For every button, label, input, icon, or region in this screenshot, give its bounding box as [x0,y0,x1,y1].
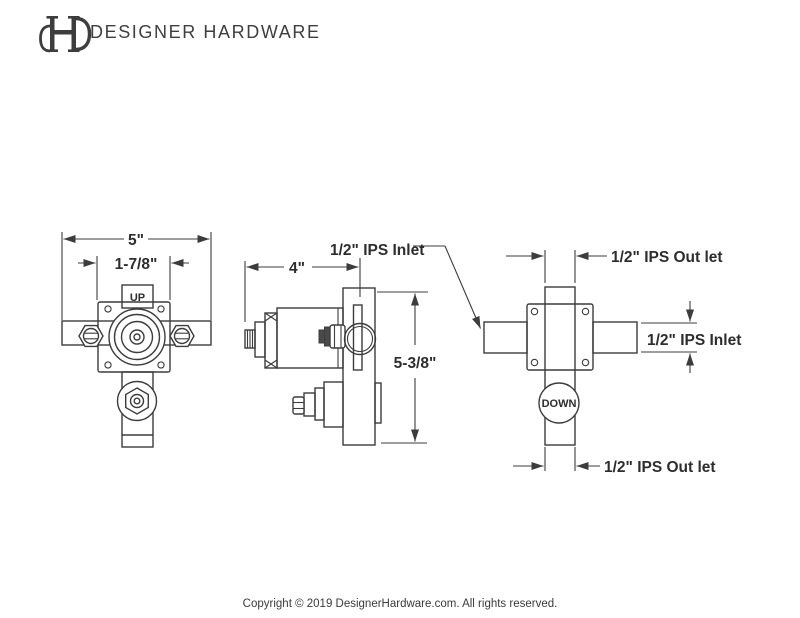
dh-monogram-icon [39,16,92,53]
copyright-text: Copyright © 2019 DesignerHardware.com. A… [242,598,558,610]
dim-label-overall-width: 5" [128,232,144,249]
top-outlet-label: 1/2" IPS Out let [611,249,723,266]
screw-hole [157,305,165,313]
dim-label-height: 5-3/8" [394,355,437,372]
back-view: DOWN 1/2" IPS Out let 1/2" IPS Inlet [483,249,741,476]
valve-stem [244,329,256,349]
inlet-callout: 1/2" IPS Inlet [330,242,482,329]
valve-body-side [342,287,376,446]
screw-hole [581,358,590,367]
retainer-clip-hatch [264,312,278,369]
screw-hole [104,305,112,313]
dim-height: 5-3/8" [377,291,437,444]
dim-overall-width: 5" [61,232,212,320]
right-inlet-label: 1/2" IPS Inlet [647,332,741,349]
brand-title: DESIGNER HARDWARE [90,22,321,42]
screw-hole [530,358,539,367]
dim-label-plate-width: 1-7/8" [115,256,158,273]
dim-bottom-outlet: 1/2" IPS Out let [513,447,716,476]
left-hex-plug [78,324,104,348]
side-port-circle [343,322,377,356]
dim-label-depth: 4" [289,260,305,277]
dim-plate-width: 1-7/8" [78,256,189,300]
bottom-flange-nut [116,380,158,422]
screw-hole [530,307,539,316]
down-disc [538,382,580,424]
rear-flange [374,382,382,424]
up-tab [121,284,154,309]
down-label: DOWN [542,398,577,410]
right-hex-plug [169,324,195,348]
left-inlet-pipe [483,321,528,354]
vertical-pipe [544,286,576,446]
dim-depth: 4" [244,260,359,322]
face-nut [318,324,346,349]
dim-top-outlet: 1/2" IPS Out let [506,249,723,283]
right-inlet-pipe [592,321,638,354]
bottom-outlet-label: 1/2" IPS Out let [604,459,716,476]
guard-slat [352,304,363,371]
cartridge-housing [108,308,166,366]
side-view: 4" 5-3/8" 1/2" IPS Inlet [244,242,482,446]
up-label: UP [130,292,145,304]
dim-right-inlet: 1/2" IPS Inlet [641,301,741,373]
front-view: 5" 1-7/8" UP [61,232,212,448]
screw-hole [157,361,165,369]
screw-hole [581,307,590,316]
inlet-label: 1/2" IPS Inlet [330,242,424,259]
service-stop [292,381,344,428]
screw-hole [104,361,112,369]
